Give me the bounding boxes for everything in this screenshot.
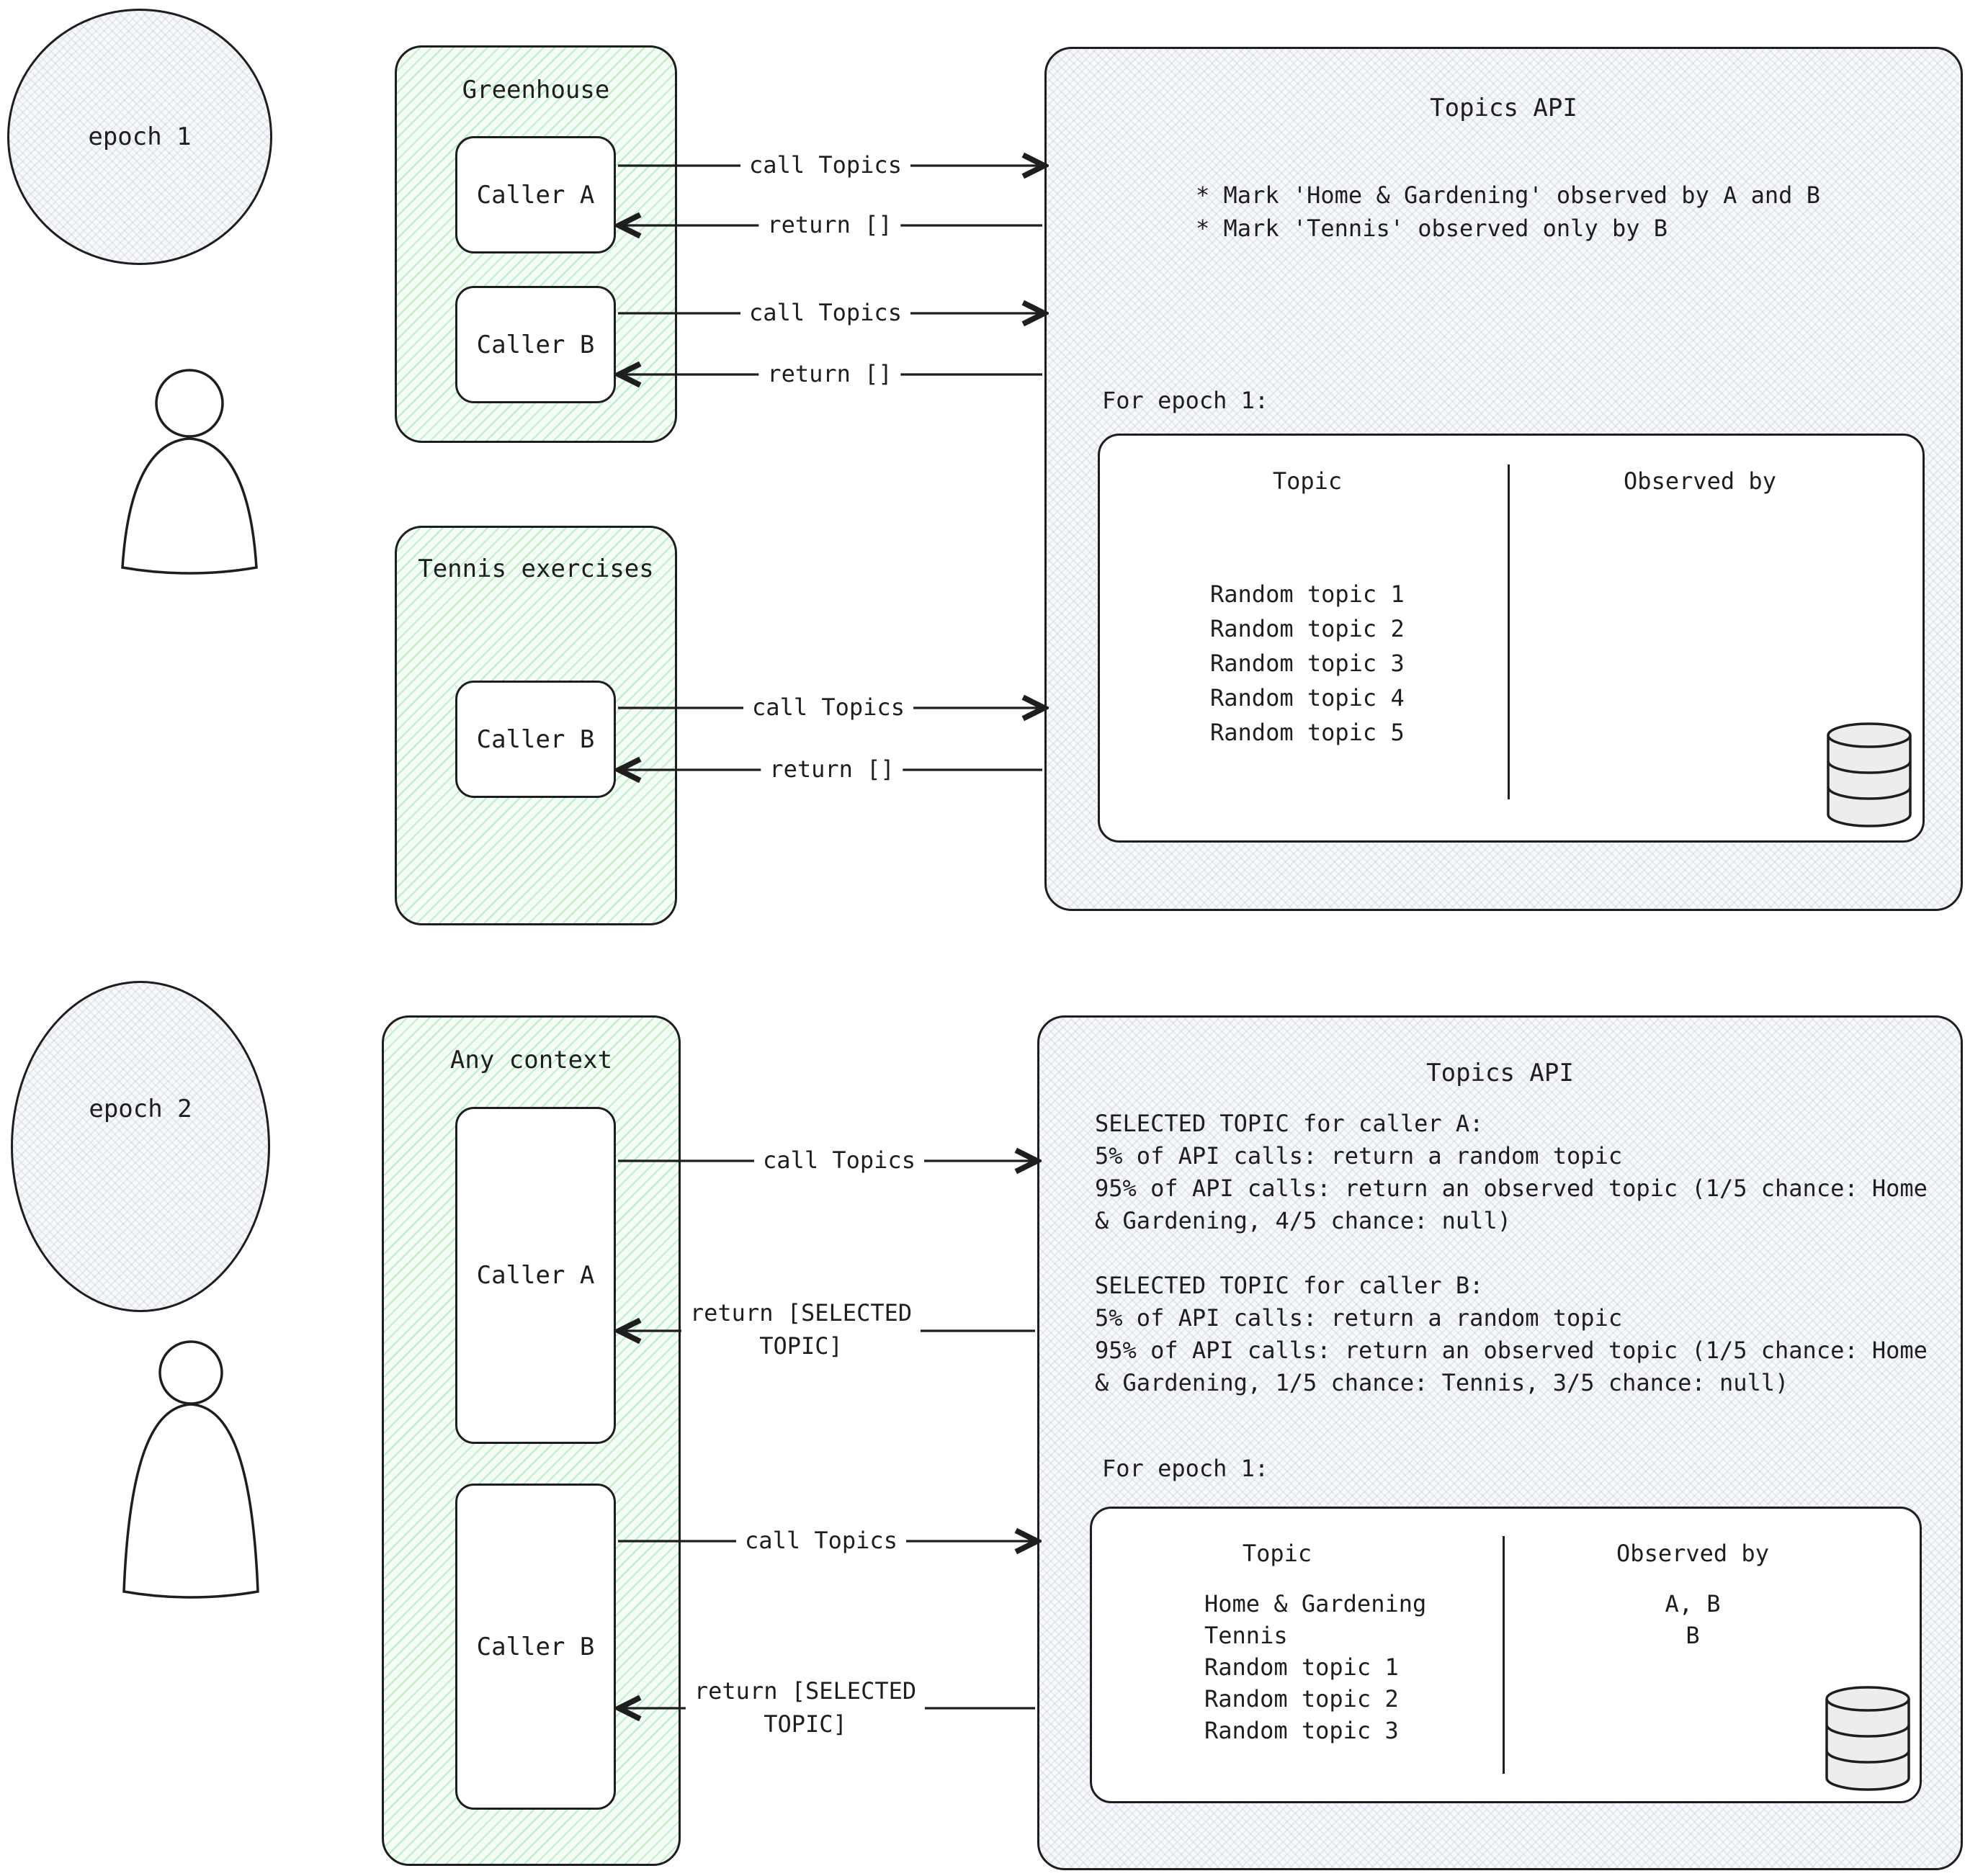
table-row-topic: Random topic 3: [1204, 1717, 1399, 1744]
epoch1-return-tennis-label: return []: [761, 752, 903, 786]
epoch1-table-header-observed: Observed by: [1624, 467, 1776, 495]
epoch2-return-selected-b-label: return [SELECTED TOPIC]: [685, 1673, 926, 1742]
api-bullet-tennis: * Mark 'Tennis' observed only by B: [1196, 215, 1668, 242]
epoch1-table-topic-column: Random topic 1 Random topic 2 Random top…: [1210, 577, 1405, 750]
table-row-observed: [1592, 681, 1808, 715]
caller-b-label: Caller B: [476, 724, 595, 754]
epoch1-call-topics-b-label: call Topics: [740, 295, 910, 330]
table-row-topic: Random topic 5: [1210, 719, 1405, 746]
any-context-title: Any context: [449, 1046, 613, 1074]
table-row-topic: Home & Gardening: [1204, 1590, 1427, 1617]
epoch2-table-header-observed: Observed by: [1616, 1540, 1769, 1567]
epoch2-caller-b-box: Caller B: [455, 1484, 616, 1810]
epoch1-table-divider: [1508, 464, 1510, 799]
tennis-title: Tennis exercises: [418, 555, 654, 583]
epoch2-for-epoch-label: For epoch 1:: [1102, 1455, 1269, 1482]
table-row-observed: [1592, 646, 1808, 681]
caller-b-label: Caller B: [476, 330, 595, 359]
table-row-observed: A, B: [1665, 1590, 1721, 1617]
table-row-observed: [1592, 715, 1808, 750]
table-row-observed: [1581, 1715, 1804, 1746]
epoch2-caller-a-box: Caller A: [455, 1107, 616, 1444]
epoch1-for-epoch-label: For epoch 1:: [1102, 387, 1269, 414]
epoch2-return-selected-a-label: return [SELECTED TOPIC]: [681, 1295, 921, 1364]
epoch2-call-topics-a-label: call Topics: [754, 1143, 924, 1177]
epoch1-tennis-caller-b-box: Caller B: [455, 681, 616, 798]
api-bullet-home-gardening: * Mark 'Home & Gardening' observed by A …: [1196, 181, 1820, 209]
epoch1-call-topics-tennis-label: call Topics: [743, 690, 913, 724]
table-row-topic: Tennis: [1204, 1622, 1288, 1649]
epoch2-bubble-label: epoch 2: [89, 1095, 192, 1123]
epoch1-greenhouse-caller-b-box: Caller B: [455, 286, 616, 403]
table-row-topic: Random topic 4: [1210, 684, 1405, 712]
epoch2-topics-table: [1090, 1507, 1922, 1803]
epoch1-api-bullets: * Mark 'Home & Gardening' observed by A …: [1196, 179, 1820, 245]
table-row-observed: [1581, 1651, 1804, 1683]
epoch1-return-a-label: return []: [758, 207, 901, 242]
caller-a-label: Caller A: [476, 1261, 595, 1290]
epoch1-bubble: epoch 1: [7, 9, 272, 265]
table-row-observed: [1592, 611, 1808, 646]
epoch2-table-observed-column: A, B B: [1581, 1588, 1804, 1746]
epoch2-bubble: [11, 981, 270, 1312]
table-row-topic: Random topic 3: [1210, 650, 1405, 677]
epoch1-topics-table: [1098, 434, 1925, 843]
table-row-topic: Random topic 1: [1210, 580, 1405, 608]
epoch2-table-header-topic: Topic: [1242, 1540, 1312, 1567]
epoch1-greenhouse-caller-a-box: Caller A: [455, 136, 616, 253]
epoch2-table-topic-column: Home & Gardening Tennis Random topic 1 R…: [1204, 1588, 1426, 1746]
table-row-topic: Random topic 1: [1204, 1653, 1399, 1681]
caller-b-label: Caller B: [476, 1632, 595, 1661]
person-icon-epoch2: [122, 1340, 259, 1599]
greenhouse-title: Greenhouse: [462, 76, 610, 104]
epoch1-table-header-topic: Topic: [1272, 467, 1343, 495]
epoch2-call-topics-b-label: call Topics: [736, 1523, 906, 1558]
caller-a-label: Caller A: [476, 180, 595, 210]
table-row-topic: Random topic 2: [1204, 1685, 1399, 1713]
epoch1-bubble-label: epoch 1: [88, 122, 192, 151]
epoch2-api-selection-rules: SELECTED TOPIC for caller A: 5% of API c…: [1095, 1110, 1928, 1396]
epoch1-topics-api-title: Topics API: [1430, 94, 1577, 122]
epoch1-call-topics-a-label: call Topics: [740, 148, 910, 182]
epoch1-return-b-label: return []: [758, 356, 901, 391]
table-row-observed: [1592, 577, 1808, 611]
table-row-observed: B: [1686, 1622, 1700, 1649]
epoch2-table-divider: [1503, 1536, 1505, 1774]
epoch2-topics-api-title: Topics API: [1426, 1059, 1574, 1087]
table-row-observed: [1581, 1683, 1804, 1715]
person-icon-epoch1: [121, 369, 258, 575]
table-row-topic: Random topic 2: [1210, 615, 1405, 642]
epoch1-table-observed-column: [1592, 577, 1808, 750]
